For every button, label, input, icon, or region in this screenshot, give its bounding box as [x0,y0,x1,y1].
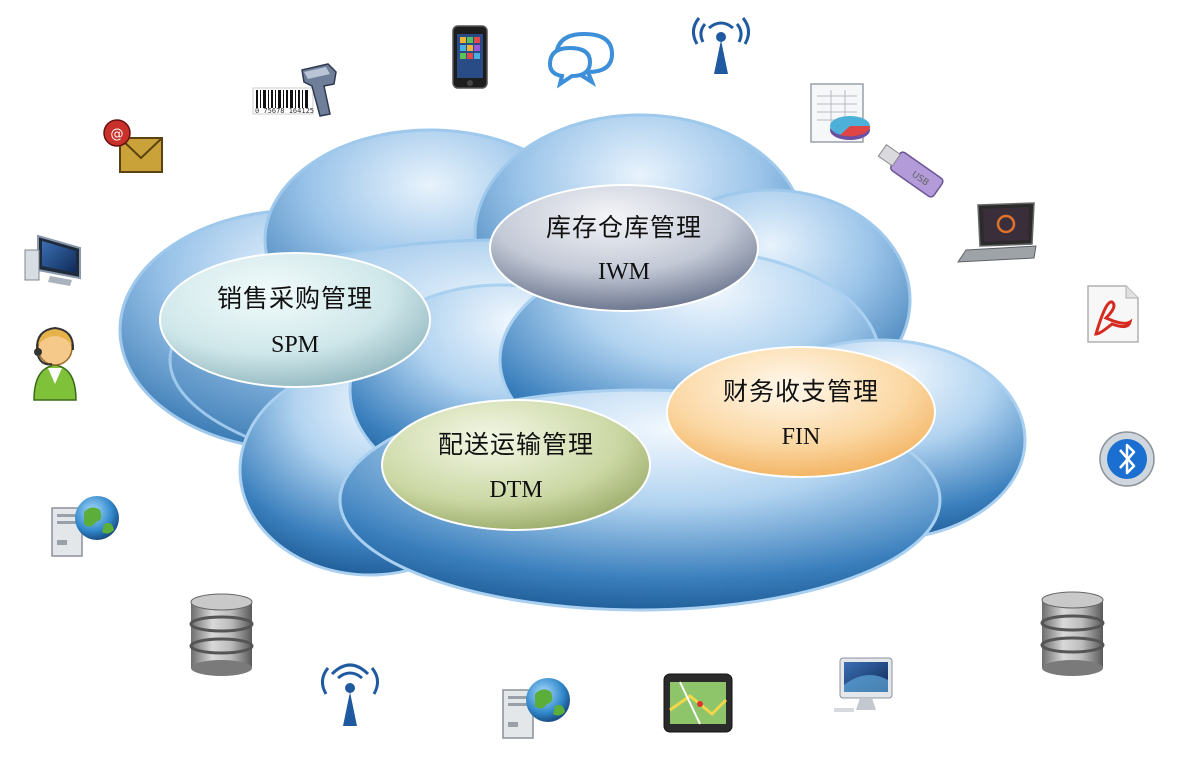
module-fin-title-en: FIN [782,424,821,450]
database-icon-right [1040,591,1105,676]
support-agent-icon [33,326,77,401]
usb-drive-icon: USB [877,143,944,198]
barcode-scanner-icon: 0 75678 164125 [252,63,337,117]
module-dtm[interactable]: 配送运输管理 DTM [381,399,651,531]
wireless-tower-icon-bottom [321,663,379,726]
pdf-document-icon [1087,285,1139,343]
web-server-icon-bottom [502,678,570,739]
chat-bubbles-icon [547,31,615,89]
module-spm[interactable]: 销售采购管理 SPM [159,252,431,388]
module-fin-title-cn: 财务收支管理 [723,377,879,406]
desktop-computer-icon [24,234,81,286]
smartphone-icon [452,25,488,89]
module-iwm[interactable]: 库存仓库管理 IWM [489,184,759,312]
module-spm-title-cn: 销售采购管理 [217,284,373,313]
gps-navigator-icon [663,673,733,733]
database-icon-left [189,593,254,676]
module-iwm-title-cn: 库存仓库管理 [546,213,702,242]
module-iwm-title-en: IWM [598,259,650,285]
svg-text:@: @ [111,127,124,142]
email-icon: @ [103,119,163,173]
laptop-icon [957,202,1037,263]
module-fin[interactable]: 财务收支管理 FIN [666,346,936,478]
module-dtm-title-cn: 配送运输管理 [438,430,594,459]
barcode-digits: 0 75678 164125 [255,107,314,115]
web-server-icon-left [51,496,119,557]
bluetooth-icon [1099,431,1155,487]
wireless-tower-icon-top [692,17,750,74]
spreadsheet-report-icon [810,83,871,143]
imac-icon [834,657,893,712]
module-dtm-title-en: DTM [489,477,542,503]
module-spm-title-en: SPM [271,332,319,358]
